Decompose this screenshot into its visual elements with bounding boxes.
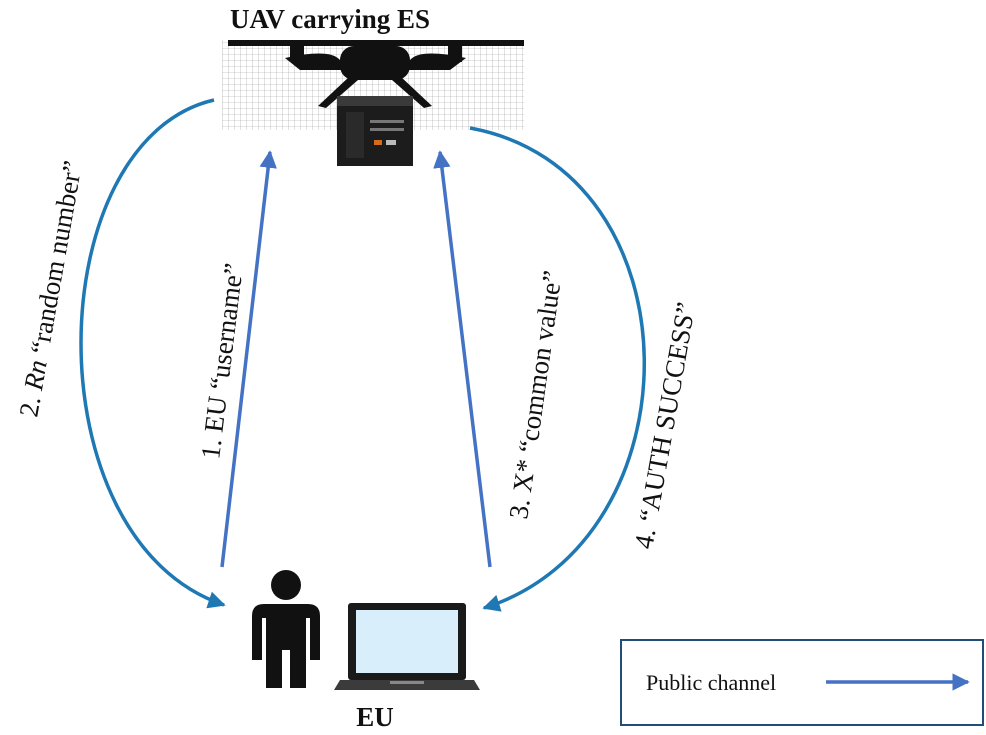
- uav-title: UAV carrying ES: [230, 4, 430, 34]
- label-3-common-value: 3. X* “common value”: [503, 269, 568, 521]
- arrow-3-common-value: [433, 150, 492, 568]
- legend-label: Public channel: [646, 670, 776, 695]
- person-icon: [252, 570, 320, 688]
- arrow-4-auth-success: [469, 126, 646, 612]
- legend: Public channel: [620, 639, 984, 726]
- server-icon: [337, 96, 413, 166]
- eu-label: EU: [356, 702, 394, 732]
- label-2-random-number: 2. Rn “random number”: [13, 158, 88, 419]
- arrow-1-username: [220, 150, 277, 568]
- drone-icon: [228, 40, 524, 108]
- label-1-username: 1. EU “username”: [195, 261, 249, 460]
- arrow-2-random-number: [79, 98, 226, 609]
- laptop-icon: [334, 603, 480, 690]
